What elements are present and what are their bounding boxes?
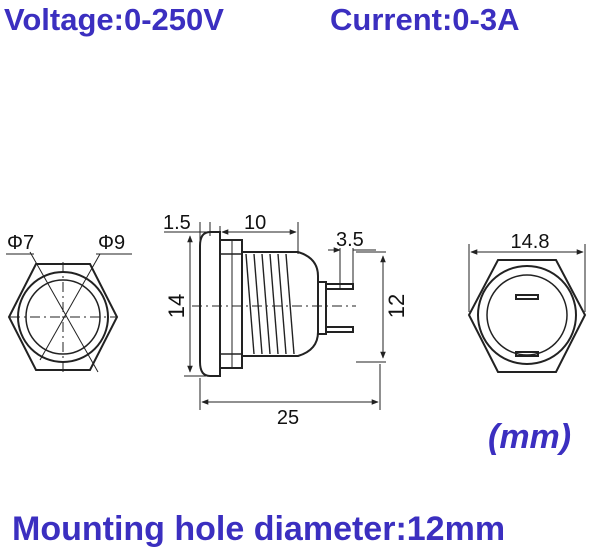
label-terminal-length: 3.5	[336, 229, 364, 251]
side-base-plate	[317, 281, 327, 335]
rear-view	[467, 259, 587, 373]
label-head-height: 14	[164, 294, 189, 318]
phi9-leader	[39, 253, 101, 361]
label-phi9: Φ9	[98, 232, 125, 254]
label-total-length: 25	[277, 407, 299, 429]
label-hex-width: 14.8	[511, 231, 550, 253]
rear-terminal-lower	[515, 351, 539, 357]
side-hex-nut	[219, 239, 243, 369]
rear-hex-outline	[467, 259, 587, 373]
unit-label: (mm)	[488, 418, 572, 456]
label-phi7: Φ7	[7, 232, 34, 254]
front-view	[6, 251, 132, 373]
side-view	[192, 231, 356, 377]
rear-dimension	[468, 244, 586, 312]
side-dimensions	[164, 222, 386, 410]
terminal-lower	[325, 326, 354, 333]
current-rating: Current:0-3A	[330, 2, 520, 37]
label-thread-length: 10	[244, 212, 266, 234]
label-body-height: 12	[384, 294, 409, 318]
mounting-hole-note: Mounting hole diameter:12mm	[12, 510, 506, 548]
label-head-thickness: 1.5	[163, 212, 191, 234]
voltage-rating: Voltage:0-250V	[4, 2, 224, 37]
rear-outer-ring	[477, 265, 577, 365]
thread-lines	[245, 253, 295, 355]
front-hex-outline	[7, 263, 119, 371]
rear-terminal-upper	[515, 294, 539, 300]
rear-inner-ring	[486, 274, 568, 356]
phi7-leader	[29, 251, 99, 373]
side-head	[199, 231, 221, 377]
